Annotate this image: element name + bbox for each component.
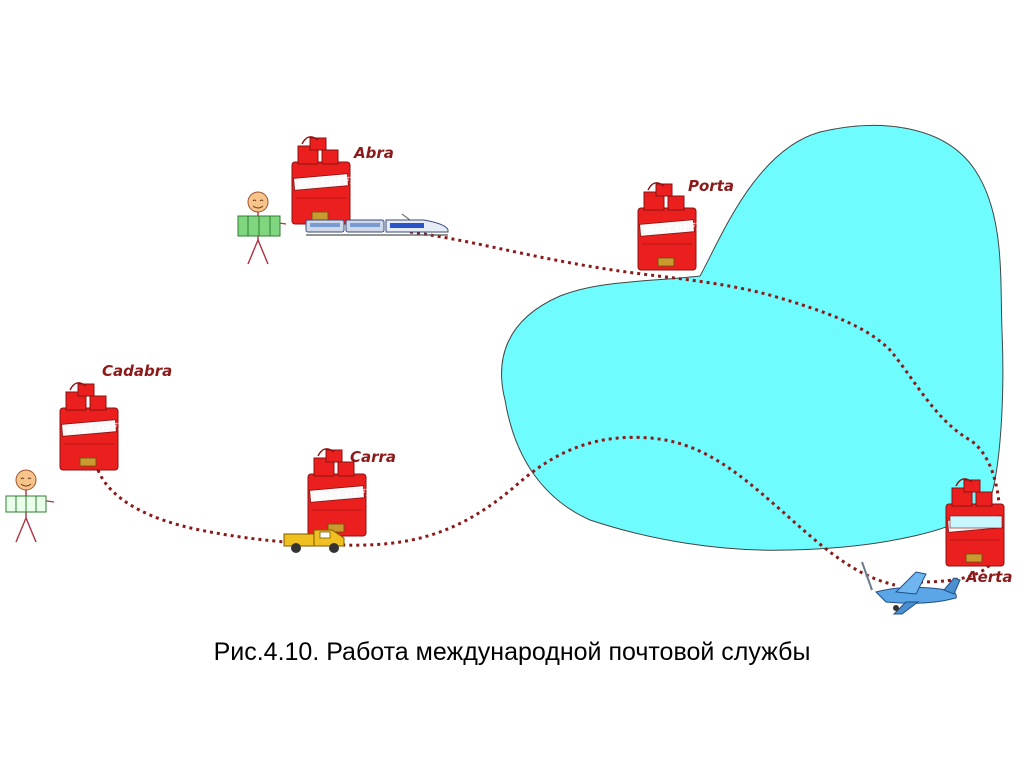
city-label-porta: Porta: [688, 177, 734, 195]
person-sender-cadabra: [5, 469, 55, 543]
route-abra-aerta: [409, 230, 1002, 584]
train-icon: [305, 213, 449, 236]
post-office-aerta: [945, 478, 1005, 567]
package-icon: [5, 495, 47, 513]
city-label-cadabra: Cadabra: [102, 362, 172, 380]
post-office-porta: POST OFFICE: [637, 182, 714, 271]
city-label-abra: Abra: [353, 144, 394, 162]
person-sender-abra: [237, 191, 287, 265]
truck-icon: [283, 529, 345, 553]
post-office-cadabra: POST OFFICE: [59, 382, 136, 471]
figure-caption: Рис.4.10. Работа международной почтовой …: [213, 638, 811, 666]
airplane-icon: [861, 561, 961, 615]
city-label-carra: Carra: [350, 448, 396, 466]
city-label-aerta: Aerta: [965, 568, 1012, 586]
package-icon: [237, 215, 281, 237]
